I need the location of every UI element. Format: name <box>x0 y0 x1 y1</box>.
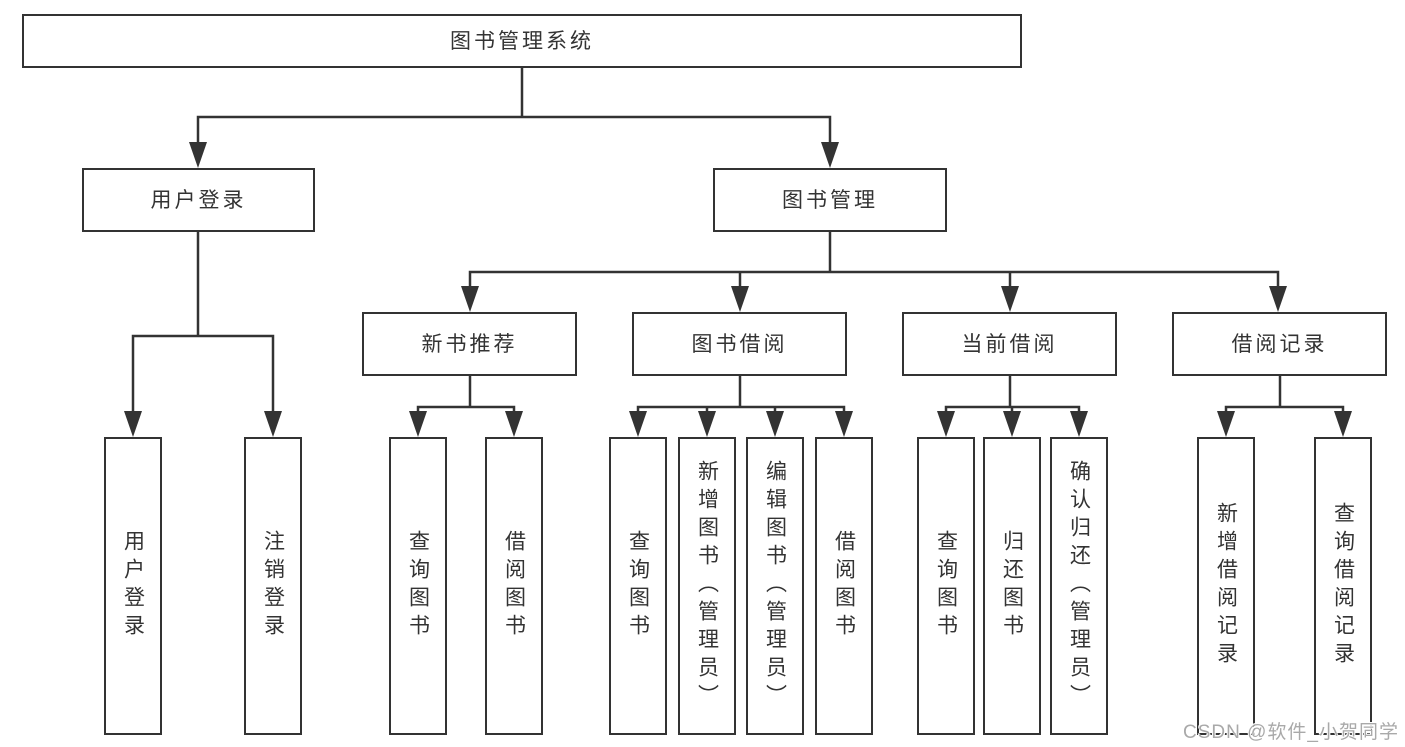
node-borrow-records: 借阅记录 <box>1172 312 1387 376</box>
node-new-book-recommend: 新书推荐 <box>362 312 577 376</box>
leaf-query-books-current: 查询图书 <box>917 437 975 735</box>
leaf-confirm-return-admin: 确认归还（管理员） <box>1050 437 1108 735</box>
leaf-return-books: 归还图书 <box>983 437 1041 735</box>
node-user-login: 用户登录 <box>82 168 315 232</box>
leaf-borrow-books-recommend: 借阅图书 <box>485 437 543 735</box>
leaf-add-books-admin: 新增图书（管理员） <box>678 437 736 735</box>
leaf-edit-books-admin: 编辑图书（管理员） <box>746 437 804 735</box>
leaf-query-books-recommend: 查询图书 <box>389 437 447 735</box>
csdn-watermark: CSDN @软件_小贺同学 <box>1183 722 1399 743</box>
leaf-query-borrow-record: 查询借阅记录 <box>1314 437 1372 735</box>
node-book-management: 图书管理 <box>713 168 947 232</box>
leaf-add-borrow-record: 新增借阅记录 <box>1197 437 1255 735</box>
node-current-borrow: 当前借阅 <box>902 312 1117 376</box>
leaf-user-login: 用户登录 <box>104 437 162 735</box>
node-book-borrow: 图书借阅 <box>632 312 847 376</box>
node-library-management-system: 图书管理系统 <box>22 14 1022 68</box>
leaf-query-books-borrow: 查询图书 <box>609 437 667 735</box>
leaf-logout: 注销登录 <box>244 437 302 735</box>
leaf-borrow-books: 借阅图书 <box>815 437 873 735</box>
